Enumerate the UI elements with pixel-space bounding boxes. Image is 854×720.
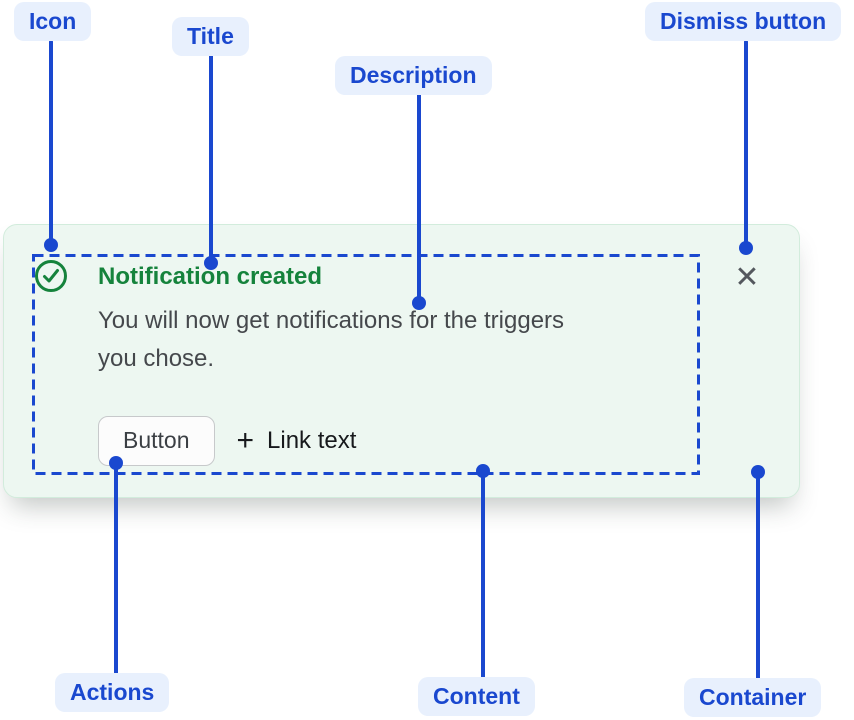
- annotation-label-container: Container: [684, 678, 822, 717]
- connector-icon-dot: [44, 238, 58, 252]
- toast-description-line: You will now get notifications for the t…: [98, 307, 565, 334]
- connector-content-dot: [476, 464, 490, 478]
- annotation-label-dismiss: Dismiss button: [645, 2, 842, 41]
- annotation-label-actions: Actions: [55, 673, 170, 712]
- link-action[interactable]: + Link text: [237, 426, 357, 456]
- toast-description: You will now get notifications for the t…: [98, 302, 564, 378]
- connector-title-dot: [204, 256, 218, 270]
- connector-dismiss-dot: [739, 241, 753, 255]
- dismiss-button[interactable]: ✕: [730, 261, 764, 295]
- close-icon: ✕: [734, 261, 760, 294]
- connector-actions-line: [114, 463, 118, 675]
- connector-description-line: [417, 93, 421, 303]
- connector-title-line: [209, 54, 213, 263]
- connector-actions-dot: [109, 456, 123, 470]
- link-label: Link text: [267, 427, 357, 454]
- connector-description-dot: [412, 296, 426, 310]
- toast-actions: Button + Link text: [98, 416, 356, 466]
- check-circle-icon: [35, 260, 67, 292]
- annotation-label-content: Content: [418, 677, 535, 716]
- toast-container: Notification created You will now get no…: [3, 224, 800, 498]
- annotation-label-title: Title: [172, 17, 249, 56]
- connector-container-line: [756, 472, 760, 681]
- connector-dismiss-line: [744, 40, 748, 248]
- connector-icon-line: [49, 40, 53, 245]
- toast-description-line: you chose.: [98, 345, 215, 372]
- connector-container-dot: [751, 465, 765, 479]
- annotation-label-icon: Icon: [14, 2, 92, 41]
- annotation-label-description: Description: [335, 56, 492, 95]
- plus-icon: +: [236, 424, 255, 457]
- connector-content-line: [481, 471, 485, 680]
